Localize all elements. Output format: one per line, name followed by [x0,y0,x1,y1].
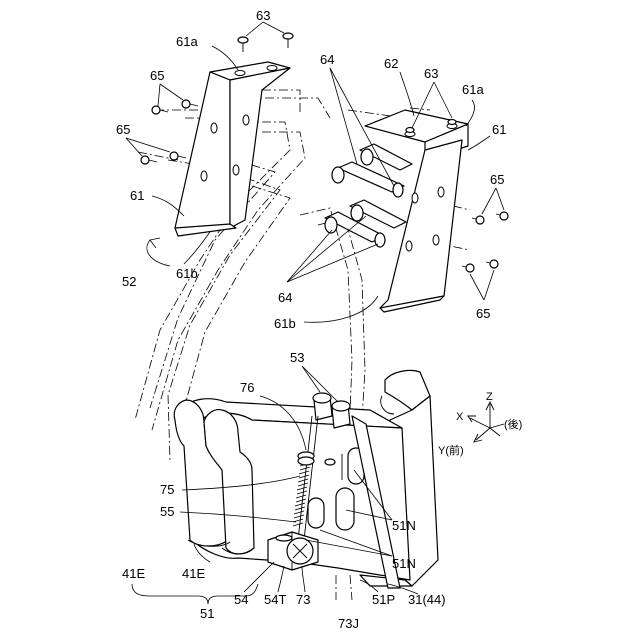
label-51P: 51P [372,592,395,607]
adjuster-nut-54 [268,532,318,570]
axis-y-front-label: Y(前) [438,443,464,457]
label-54T: 54T [264,592,286,607]
label-61b-right: 61b [274,316,296,331]
label-41E-left: 41E [122,566,145,581]
label-41E-right: 41E [182,566,205,581]
label-51N-upper: 51N [392,518,416,533]
label-51N-lower: 51N [392,556,416,571]
label-61b-left: 61b [176,266,198,281]
label-73: 73 [296,592,310,607]
label-51: 51 [200,606,214,621]
label-52: 52 [122,274,136,289]
label-65-left-upper: 65 [150,68,164,83]
label-65-left-lower: 65 [116,122,130,137]
label-61-left: 61 [130,188,144,203]
axis-z-label: Z [486,391,493,403]
label-75: 75 [160,482,174,497]
label-61a-left: 61a [176,34,198,49]
left-bracket-61 [175,62,290,236]
screw-65-right-group [462,212,508,272]
coordinate-axes [468,402,504,442]
label-61-right: 61 [492,122,506,137]
axis-x-label: X [456,411,464,423]
label-63-right: 63 [424,66,438,81]
label-55: 55 [160,504,174,519]
label-62: 62 [384,56,398,71]
label-76: 76 [240,380,254,395]
pins-64 [325,144,412,247]
label-73J: 73J [338,616,359,631]
label-31-44: 31(44) [408,592,446,607]
label-64-top: 64 [320,52,334,67]
label-54: 54 [234,592,248,607]
label-61a-right: 61a [462,82,484,97]
label-65-right-lower: 65 [476,306,490,321]
label-63-top-left: 63 [256,8,270,23]
label-65-right-upper: 65 [490,172,504,187]
axis-rear-label: (後) [504,417,522,431]
label-53: 53 [290,350,304,365]
label-64-bottom: 64 [278,290,292,305]
